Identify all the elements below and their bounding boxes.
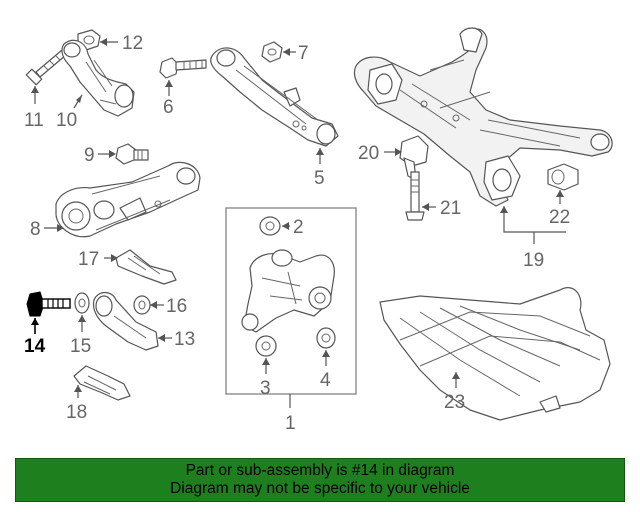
part-8-trailing-arm[interactable] <box>55 161 201 238</box>
part-6-bolt[interactable] <box>159 57 207 79</box>
callout-12: 12 <box>122 33 143 54</box>
callout-5: 5 <box>314 168 325 189</box>
callout-11: 11 <box>24 110 44 131</box>
callout-3: 3 <box>260 378 271 399</box>
info-banner: Part or sub-assembly is #14 in diagram D… <box>15 458 625 502</box>
part-1-knuckle-box <box>225 207 357 395</box>
part-10-upper-arm[interactable] <box>61 39 135 117</box>
callout-20: 20 <box>358 143 379 164</box>
callout-10: 10 <box>56 110 77 131</box>
part-7-nut[interactable] <box>261 41 283 63</box>
part-5-lower-arm[interactable] <box>210 47 339 147</box>
part-9-bolt[interactable] <box>115 143 149 165</box>
part-19-crossmember[interactable] <box>353 27 613 207</box>
part-3-bushing[interactable] <box>255 335 277 357</box>
callout-8: 8 <box>30 219 41 240</box>
part-22-bushing[interactable] <box>547 163 579 191</box>
callout-6: 6 <box>163 97 174 118</box>
part-4-bushing[interactable] <box>316 327 336 349</box>
banner-line-1: Part or sub-assembly is #14 in diagram <box>185 462 455 479</box>
part-15-washer[interactable] <box>74 292 90 314</box>
callout-4: 4 <box>320 370 331 391</box>
part-17-bracket[interactable] <box>115 249 177 285</box>
callout-21: 21 <box>440 198 461 219</box>
callout-15: 15 <box>70 336 91 357</box>
callout-16: 16 <box>166 296 187 317</box>
part-16-bushing[interactable] <box>133 295 151 315</box>
part-20-bracket[interactable] <box>399 135 429 181</box>
callout-23: 23 <box>444 392 465 413</box>
callout-1: 1 <box>285 413 296 434</box>
callout-7: 7 <box>298 43 309 64</box>
part-14-bolt[interactable] <box>26 291 71 317</box>
parts-diagram: 12 11 10 6 7 5 9 8 17 14 15 16 13 18 2 3… <box>24 27 613 434</box>
callout-9: 9 <box>84 145 95 166</box>
callout-2: 2 <box>293 217 304 238</box>
part-2-bushing[interactable] <box>259 216 281 236</box>
banner-line-2: Diagram may not be specific to your vehi… <box>170 480 470 497</box>
part-18-bracket[interactable] <box>73 365 131 401</box>
part-1-knuckle[interactable] <box>241 249 335 333</box>
part-13-link[interactable] <box>92 291 159 351</box>
part-23-cover[interactable] <box>379 287 611 421</box>
callout-14: 14 <box>24 336 46 357</box>
part-11-bolt[interactable] <box>25 49 67 86</box>
callout-17: 17 <box>78 249 99 270</box>
callout-13: 13 <box>174 329 195 350</box>
callout-22: 22 <box>549 207 570 228</box>
callout-19: 19 <box>523 250 544 271</box>
part-21-bolt[interactable] <box>405 171 425 221</box>
callout-18: 18 <box>66 402 87 423</box>
